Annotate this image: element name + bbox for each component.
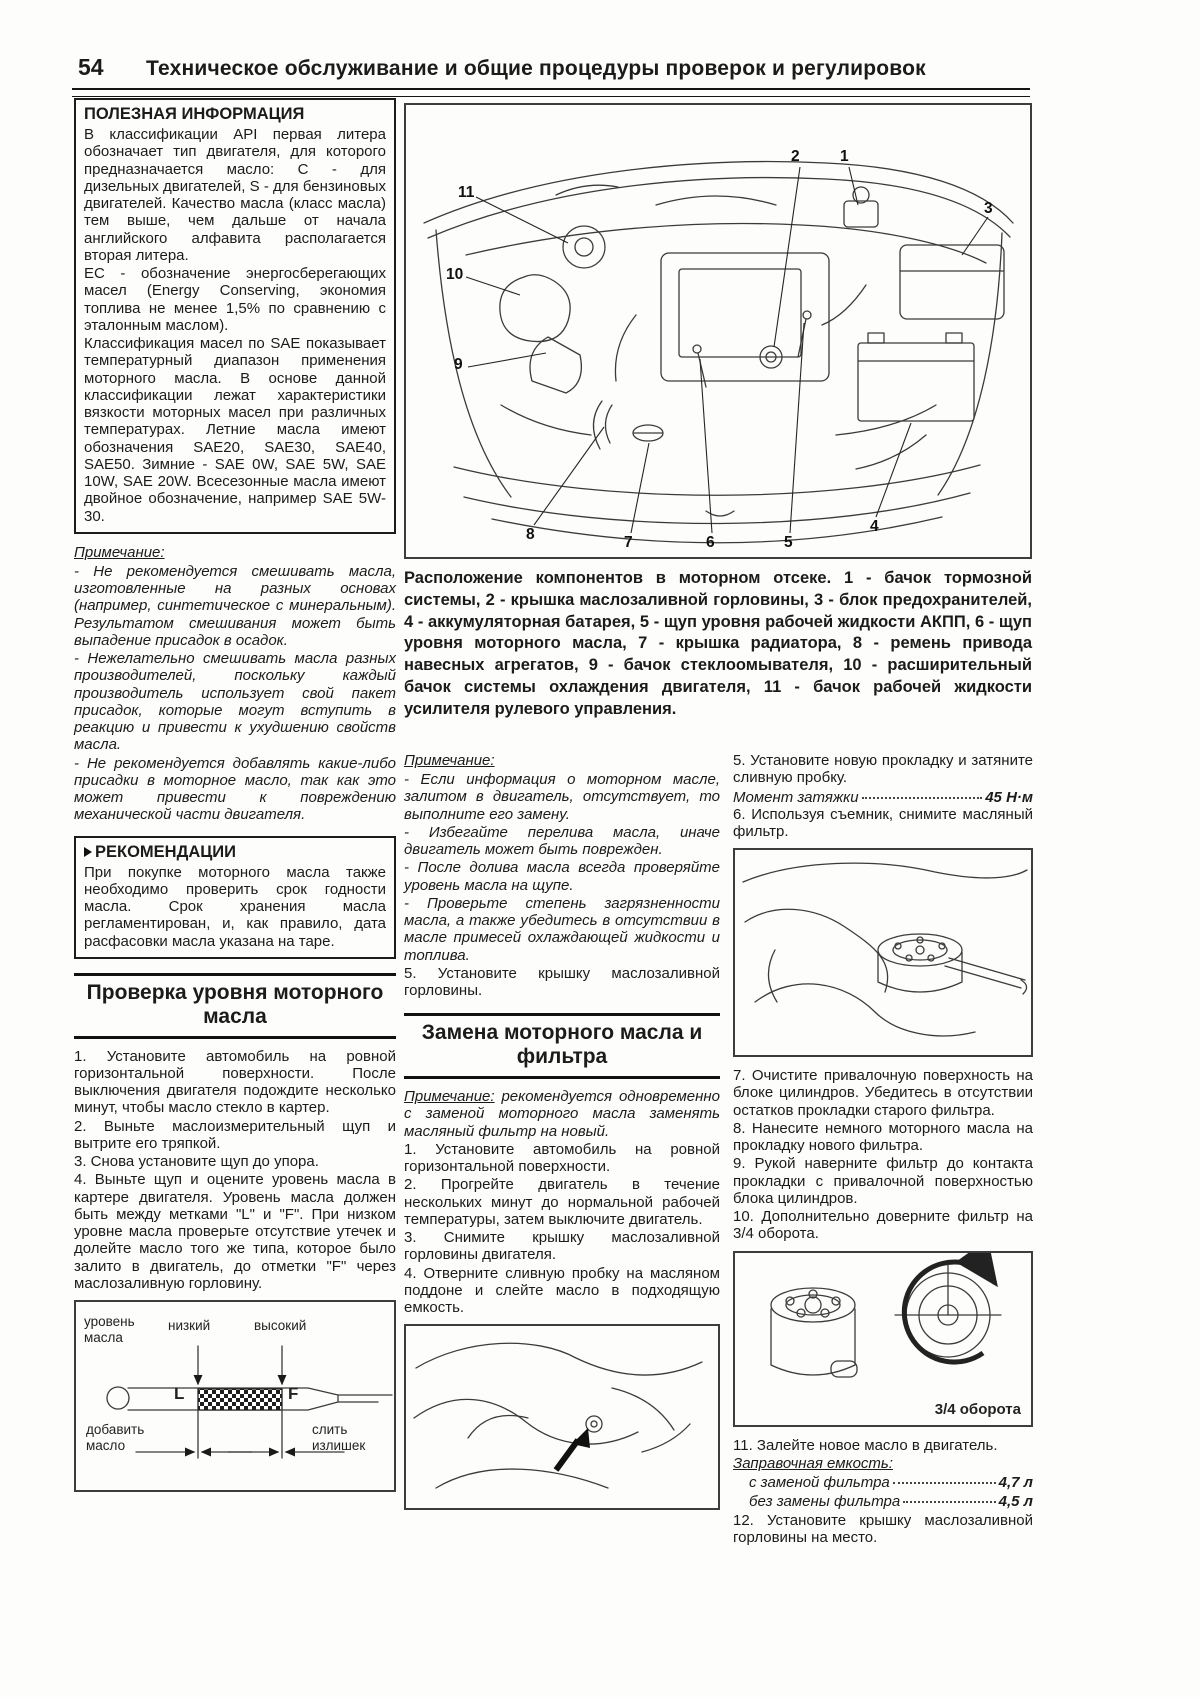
dipstick-f-mark: F xyxy=(288,1384,299,1404)
middle-column: Примечание: - Если информация о моторном… xyxy=(404,752,720,1511)
note-item: - Избегайте перелива масла, иначе двигат… xyxy=(404,823,720,858)
note-text-inline: рекомендуется одновременно с заменой мот… xyxy=(404,1088,720,1140)
dipstick-oil-level-label: уровень масла xyxy=(84,1314,135,1346)
dipstick-add-oil-label: добавить масло xyxy=(86,1422,145,1454)
section-title-oil-level-check: Проверка уровня моторного масла xyxy=(74,972,396,1039)
drain-plug-art xyxy=(413,1342,703,1490)
dotted-leader xyxy=(861,796,983,799)
filter-turn-figure: 3/4 оборота xyxy=(733,1250,1033,1427)
capacity-label: Заправочная емкость: xyxy=(733,1454,893,1472)
recommendations-title: РЕКОМЕНДАЦИИ xyxy=(95,842,237,861)
useful-info-title: ПОЛЕЗНАЯ ИНФОРМАЦИЯ xyxy=(84,105,305,123)
capacity-row-value: 4,7 л xyxy=(998,1474,1033,1491)
step: 3. Снимите крышку маслозаливной горловин… xyxy=(404,1229,720,1264)
useful-info-box: ПОЛЕЗНАЯ ИНФОРМАЦИЯ В классификации API … xyxy=(74,98,396,534)
useful-info-paragraph: EC - обозначение энергосберегающих масел… xyxy=(84,265,386,334)
callout-11: 11 xyxy=(458,184,475,201)
dotted-leader xyxy=(892,1482,996,1484)
step: 10. Дополнительно доверните фильтр на 3/… xyxy=(733,1208,1033,1243)
note-item: - Проверьте степень загрязненности масла… xyxy=(404,894,720,964)
note-label: Примечание: xyxy=(404,752,495,769)
note-label: Примечание: xyxy=(74,543,165,561)
dipstick-figure: уровень масла низкий высокий L F добавит… xyxy=(74,1300,396,1493)
note-label-inline: Примечание: xyxy=(404,1088,495,1106)
left-note-block: Примечание: - Не рекомендуется смешивать… xyxy=(74,544,396,824)
dipstick-high-label: высокий xyxy=(254,1318,307,1334)
engine-bay-art xyxy=(423,160,1014,544)
filter-removal-art xyxy=(742,862,1028,1037)
step: 4. Отверните сливную пробку на масляном … xyxy=(404,1264,720,1317)
capacity-row: без замены фильтра 4,5 л xyxy=(733,1493,1033,1510)
step: 5. Установите крышку маслозаливной горло… xyxy=(404,964,720,999)
right-column: 5. Установите новую прокладку и затяните… xyxy=(733,752,1033,1547)
capacity-row-label: с заменой фильтра xyxy=(749,1474,890,1491)
callout-9: 9 xyxy=(454,356,463,373)
dipstick-low-label: низкий xyxy=(168,1318,211,1334)
callout-8: 8 xyxy=(526,526,535,543)
recommendations-title-row: РЕКОМЕНДАЦИИ xyxy=(84,843,386,862)
step: 4. Выньте щуп и оцените уровень масла в … xyxy=(74,1171,396,1292)
recommendations-box: РЕКОМЕНДАЦИИ При покупке моторного масла… xyxy=(74,835,396,959)
capacity-row: с заменой фильтра 4,7 л xyxy=(733,1474,1033,1491)
step: 11. Залейте новое масло в двигатель. xyxy=(733,1436,998,1454)
recommendations-marker-icon xyxy=(84,847,92,857)
capacity-row-value: 4,5 л xyxy=(998,1493,1033,1510)
engine-bay-caption: Расположение компонентов в моторном отсе… xyxy=(404,569,1032,718)
step: 3. Снова установите щуп до упора. xyxy=(74,1153,319,1171)
note-item: - Не рекомендуется добавлять какие-либо … xyxy=(74,754,396,824)
note-item: - Нежелательно смешивать масла разных пр… xyxy=(74,650,396,754)
torque-value: 45 Н·м xyxy=(985,788,1033,806)
section-title-oil-change: Замена моторного масла и фильтра xyxy=(404,1013,720,1080)
drain-plug-figure xyxy=(404,1324,720,1511)
turn-caption: 3/4 оборота xyxy=(934,1400,1021,1418)
step: 1. Установите автомобиль на ровной гориз… xyxy=(74,1047,396,1117)
torque-label: Момент затяжки xyxy=(733,788,859,806)
step: 2. Выньте маслоизмерительный щуп и вытри… xyxy=(74,1117,396,1152)
callout-6: 6 xyxy=(706,534,715,551)
callout-10: 10 xyxy=(446,266,464,283)
step: 5. Установите новую прокладку и затяните… xyxy=(733,752,1033,787)
page-number: 54 xyxy=(78,54,104,80)
useful-info-paragraph: Классификация масел по SAE показывает те… xyxy=(84,335,386,525)
torque-spec-row: Момент затяжки 45 Н·м xyxy=(733,789,1033,806)
dipstick-art xyxy=(106,1345,393,1459)
step: 12. Установите крышку маслозаливной горл… xyxy=(733,1512,1033,1547)
oil-level-check-steps: 1. Установите автомобиль на ровной гориз… xyxy=(74,1048,396,1293)
left-column: ПОЛЕЗНАЯ ИНФОРМАЦИЯ В классификации API … xyxy=(74,98,396,1493)
step: 2. Прогрейте двигатель в течение несколь… xyxy=(404,1176,720,1228)
step: 1. Установите автомобиль на ровной гориз… xyxy=(404,1140,720,1176)
step: 7. Очистите привалочную поверхность на б… xyxy=(733,1067,1033,1119)
dipstick-drain-label: слить излишек xyxy=(312,1422,366,1454)
step: 9. Рукой наверните фильтр до контакта пр… xyxy=(733,1155,1033,1207)
engine-bay-area: 1 2 3 4 5 6 7 8 9 10 11 Расположение ком… xyxy=(404,103,1032,720)
note-item: - После долива масла всегда проверяйте у… xyxy=(404,859,720,894)
page-title: Техническое обслуживание и общие процеду… xyxy=(146,57,926,80)
recommendations-text: При покупке моторного масла также необхо… xyxy=(84,863,386,950)
callout-7: 7 xyxy=(624,534,633,551)
filter-turn-art xyxy=(770,1252,1002,1378)
callout-1: 1 xyxy=(840,148,849,165)
callout-3: 3 xyxy=(984,200,993,217)
note-item: - Не рекомендуется смешивать масла, изго… xyxy=(74,562,396,649)
capacity-row-label: без замены фильтра xyxy=(749,1493,901,1510)
step: 8. Нанесите немного моторного масла на п… xyxy=(733,1119,1033,1154)
header-rule xyxy=(72,88,1030,97)
dotted-leader xyxy=(903,1501,996,1503)
callout-5: 5 xyxy=(784,534,793,551)
oil-change-note: Примечание: рекомендуется одновременно с… xyxy=(404,1088,720,1140)
callout-2: 2 xyxy=(791,148,800,165)
useful-info-paragraph: В классификации API первая литера обозна… xyxy=(84,126,386,264)
dipstick-l-mark: L xyxy=(174,1384,185,1404)
step: 6. Используя съемник, снимите масляный ф… xyxy=(733,805,1033,840)
callout-4: 4 xyxy=(870,518,879,535)
note-item: - Если информация о моторном масле, зали… xyxy=(404,771,720,823)
filter-removal-figure xyxy=(733,848,1033,1057)
engine-bay-figure: 1 2 3 4 5 6 7 8 9 10 11 xyxy=(404,103,1032,559)
